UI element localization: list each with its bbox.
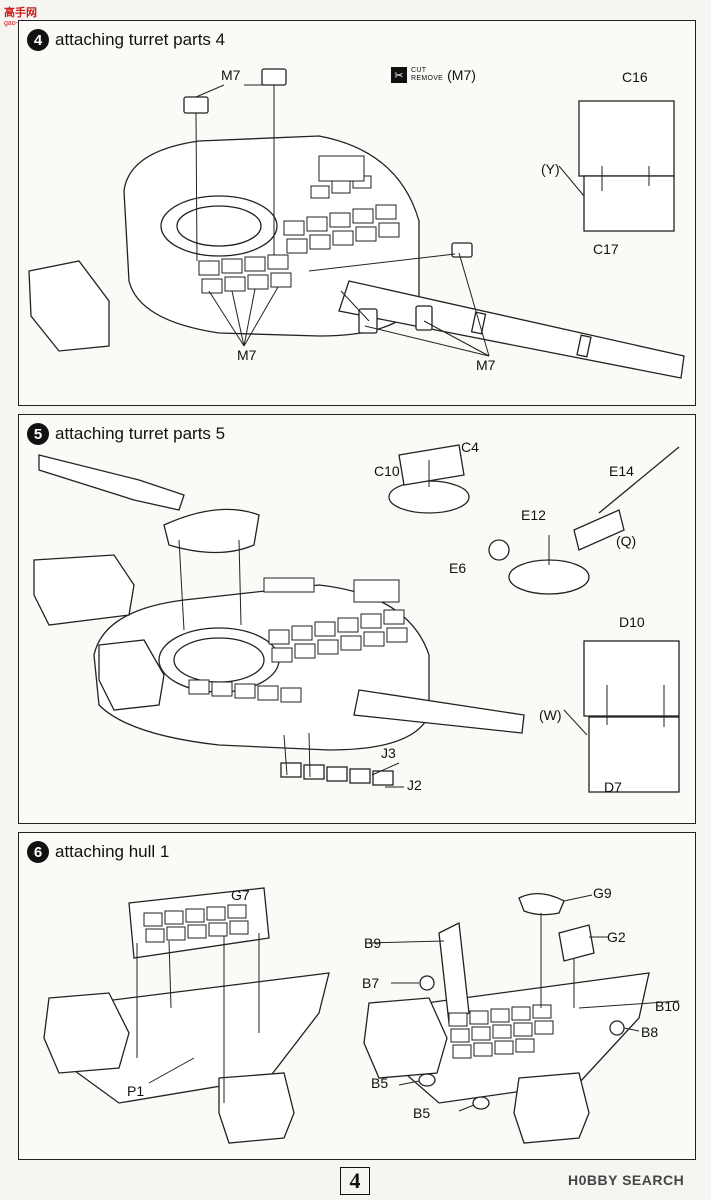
label-j3: J3 [381,745,396,761]
label-e12: E12 [521,507,546,523]
label-c10: C10 [374,463,400,479]
step-5-title-text: attaching turret parts 5 [55,424,226,443]
step-4-number: 4 [27,29,49,51]
step-4-illustration [28,68,685,379]
step-6-illustration [43,887,680,1144]
hobby-search-watermark: H0BBY SEARCH [568,1172,685,1188]
label-c4: C4 [461,439,479,455]
label-c17: C17 [593,241,619,257]
cut-part-code: (M7) [447,67,476,83]
label-j2: J2 [407,777,422,793]
label-b5-second: B5 [413,1105,431,1121]
label-p1: P1 [127,1083,145,1099]
step-6-title-text: attaching hull 1 [55,842,170,861]
label-b9: B9 [364,935,382,951]
step-4-title-text: attaching turret parts 4 [55,30,226,49]
label-b5-first: B5 [371,1075,389,1091]
step-4-panel: 4 attaching turret parts 4 ✂ CUT REMOVE … [18,20,696,406]
cut-remove-instruction: ✂ CUT REMOVE (M7) [391,67,476,83]
label-d10: D10 [619,614,645,630]
cut-word: CUT [411,67,427,74]
label-m7-top: M7 [221,67,241,83]
label-y: (Y) [541,161,560,177]
remove-word: REMOVE [411,75,444,82]
cut-remove-words: CUT REMOVE [411,67,443,83]
step-6-panel: 6 attaching hull 1 G7 P1 G9 B9 G2 B7 B10… [18,832,696,1160]
label-w: (W) [539,707,562,723]
label-m7-bottom-left: M7 [237,347,257,363]
label-b10: B10 [655,998,680,1014]
step-5-illustration [33,444,680,793]
step-5-number: 5 [27,423,49,445]
label-g7: G7 [231,887,250,903]
label-b8: B8 [641,1024,659,1040]
label-b7: B7 [362,975,380,991]
page-number: 4 [340,1167,370,1195]
step-5-title: 5 attaching turret parts 5 [27,423,225,445]
label-q: (Q) [616,533,637,549]
label-e14: E14 [609,463,634,479]
step-4-title: 4 attaching turret parts 4 [27,29,225,51]
label-g2: G2 [607,929,626,945]
scissors-icon: ✂ [391,67,407,83]
step-6-title: 6 attaching hull 1 [27,841,169,863]
label-d7: D7 [604,779,622,795]
watermark-cn-text: 高手网 [4,7,37,19]
label-g9: G9 [593,885,612,901]
label-c16: C16 [622,69,648,85]
label-m7-bottom-right: M7 [476,357,496,373]
step-5-panel: 5 attaching turret parts 5 C4 C10 E14 E1… [18,414,696,824]
label-e6: E6 [449,560,467,576]
step-6-number: 6 [27,841,49,863]
